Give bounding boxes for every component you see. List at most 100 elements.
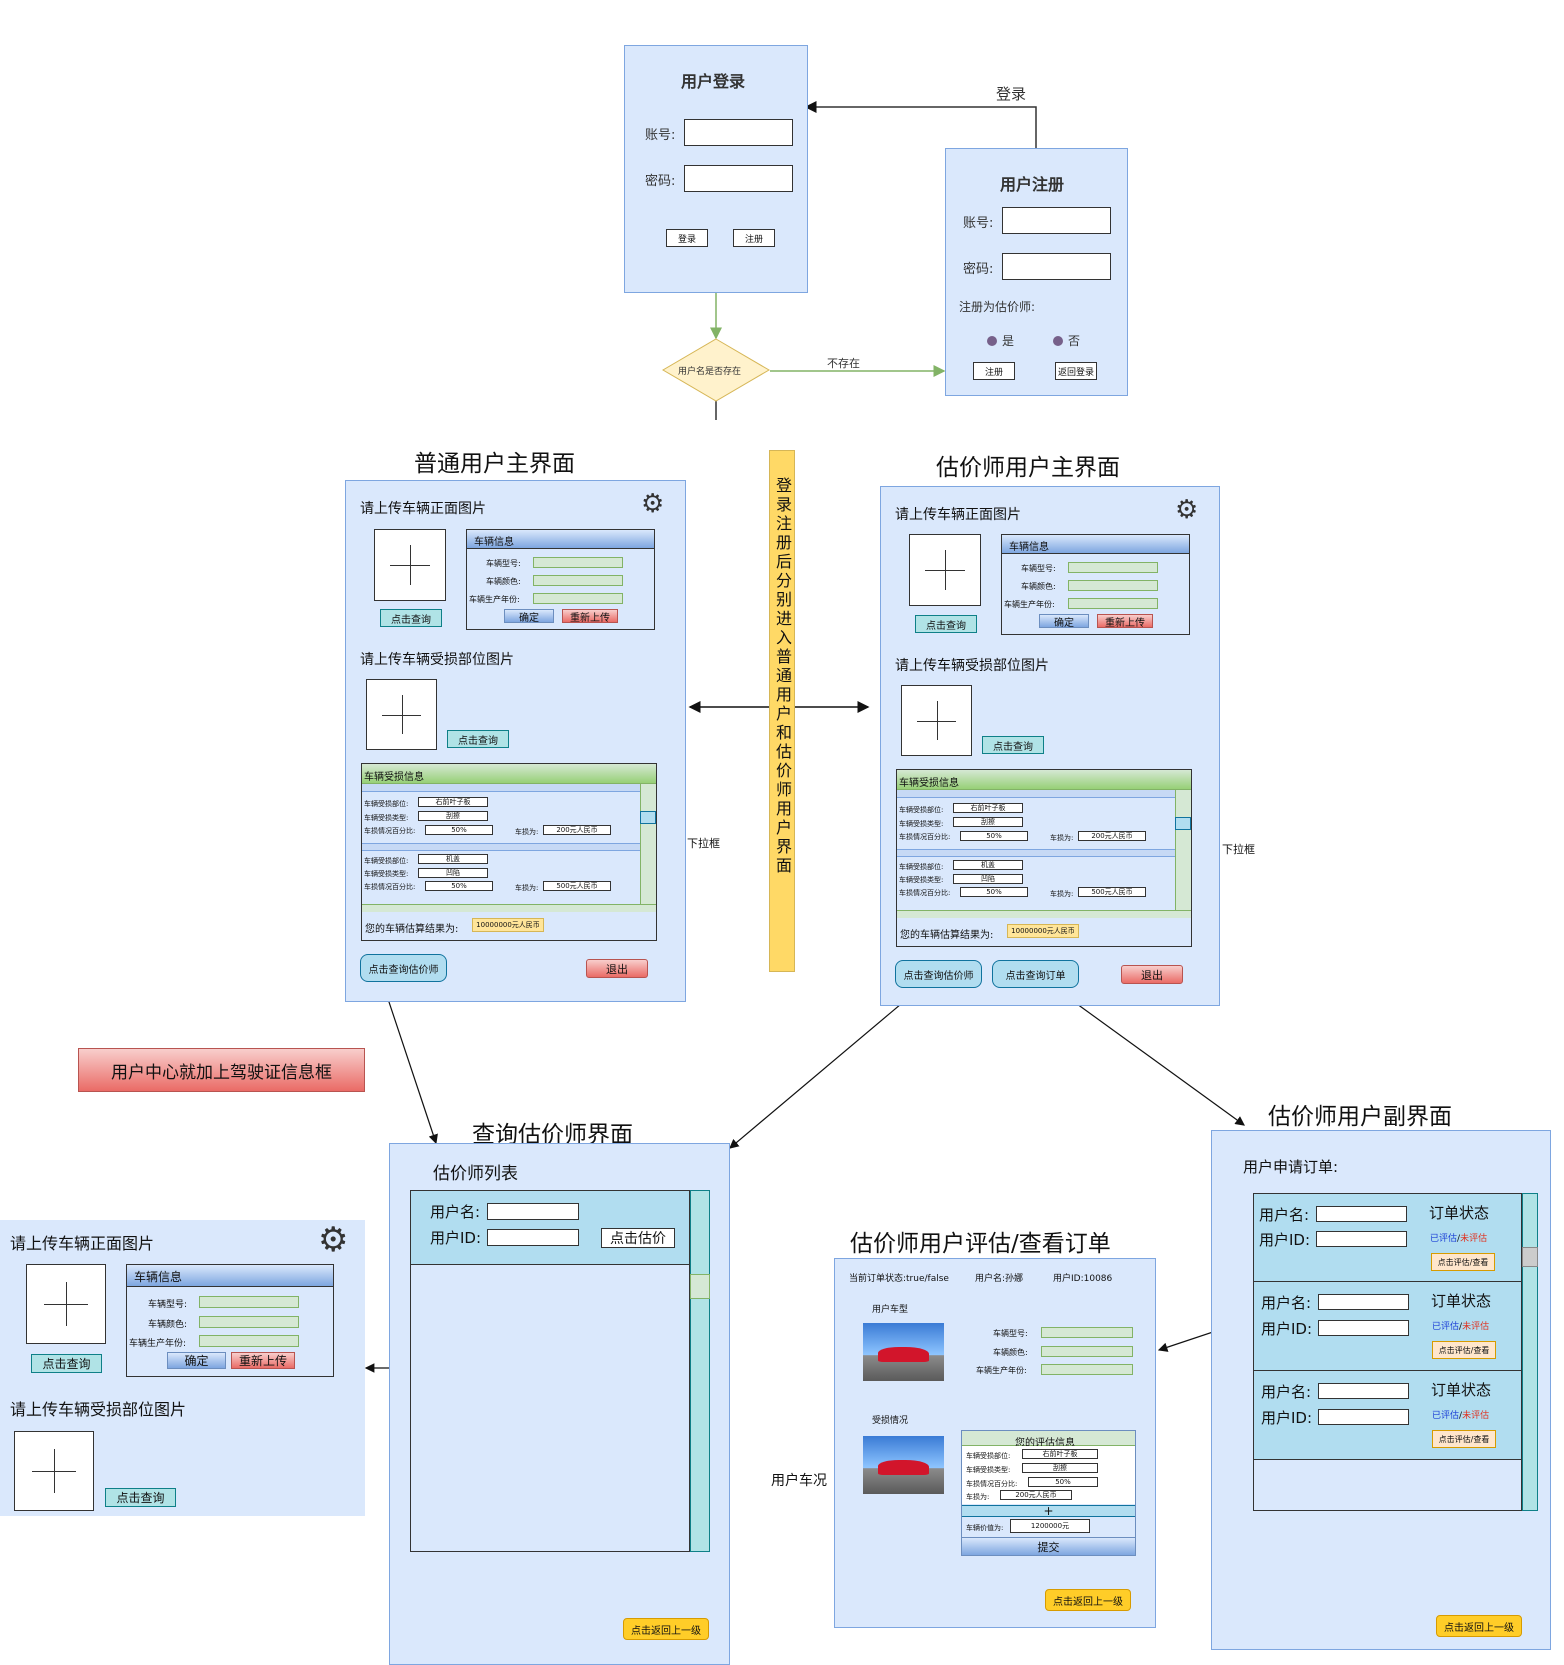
order2-view-button[interactable]: 点击评估/查看 xyxy=(1432,1341,1496,1359)
eo-value-field[interactable]: 1200000元 xyxy=(1010,1519,1090,1533)
ap-damage-pct-value-1: 50% xyxy=(960,831,1028,841)
ap-color-field[interactable] xyxy=(1068,580,1158,591)
decision-diamond: 用户名是否存在 xyxy=(662,338,770,402)
ap-damage-scroll-thumb[interactable] xyxy=(1175,817,1191,830)
red-note: 用户中心就加上驾驶证信息框 xyxy=(78,1048,365,1092)
damage-scroll-thumb[interactable] xyxy=(640,811,656,824)
pt-damage-image-upload[interactable] xyxy=(14,1431,94,1511)
damage-image-upload[interactable] xyxy=(366,679,437,750)
order1-slash: / xyxy=(1457,1234,1461,1244)
appraiser-list-scrollbar[interactable] xyxy=(690,1190,710,1552)
order3-view-button[interactable]: 点击评估/查看 xyxy=(1432,1430,1496,1448)
appraiser-list-scroll-thumb[interactable] xyxy=(690,1274,710,1299)
register-submit-button[interactable]: 注册 xyxy=(973,362,1015,380)
your-eval-title: 您的评估信息 xyxy=(1015,1438,1075,1449)
appraiser-userid-label: 用户ID: xyxy=(430,1229,482,1247)
year-field[interactable] xyxy=(533,593,623,604)
front-query-button[interactable]: 点击查询 xyxy=(380,609,442,627)
eo-color-field xyxy=(1041,1346,1133,1357)
pt-damage-query-button[interactable]: 点击查询 xyxy=(105,1488,176,1507)
damage-scrollbar[interactable] xyxy=(640,784,656,904)
pt-settings-icon[interactable]: ⚙ xyxy=(318,1220,349,1260)
ap-front-query-button[interactable]: 点击查询 xyxy=(915,615,977,633)
eo-back-button[interactable]: 点击返回上一级 xyxy=(1045,1589,1131,1611)
pt-model-field[interactable] xyxy=(199,1296,299,1308)
register-back-button[interactable]: 返回登录 xyxy=(1055,362,1097,380)
ap-model-field[interactable] xyxy=(1068,562,1158,573)
sub-back-button[interactable]: 点击返回上一级 xyxy=(1436,1615,1522,1637)
order1-not-evaluated: 未评估 xyxy=(1460,1234,1488,1244)
ap-exit-button[interactable]: 退出 xyxy=(1121,965,1183,984)
pt-reupload-button[interactable]: 重新上传 xyxy=(231,1352,295,1369)
dropdown-label-right: 下拉框 xyxy=(1222,843,1255,856)
evaluate-button[interactable]: 点击估价 xyxy=(601,1228,675,1248)
ap-year-field[interactable] xyxy=(1068,598,1158,609)
pt-vehicle-info-title: 车辆信息 xyxy=(134,1270,183,1284)
damage-type-label-1: 车辆受损类型: xyxy=(364,814,409,822)
ap-query-appraiser-button[interactable]: 点击查询估价师 xyxy=(895,960,982,988)
model-field[interactable] xyxy=(533,557,623,568)
damage-part-label-1: 车辆受损部位: xyxy=(364,800,409,808)
pt-confirm-button[interactable]: 确定 xyxy=(167,1352,226,1369)
login-password-input[interactable] xyxy=(684,165,793,192)
damage-info-header xyxy=(362,764,656,784)
exit-button[interactable]: 退出 xyxy=(586,959,648,978)
radio-no-label: 否 xyxy=(1068,334,1081,348)
login-register-button[interactable]: 注册 xyxy=(733,229,775,247)
query-appraiser-panel: 估价师列表 用户名: 用户ID: 点击估价 点击返回上一级 xyxy=(389,1143,730,1665)
order1-view-button[interactable]: 点击评估/查看 xyxy=(1431,1253,1495,1271)
query-order-button[interactable]: 点击查询订单 xyxy=(992,960,1079,988)
orders-title: 用户申请订单: xyxy=(1243,1158,1339,1176)
ap-settings-icon[interactable]: ⚙ xyxy=(1175,495,1199,525)
order3-userid-field xyxy=(1318,1409,1409,1425)
pt-front-query-button[interactable]: 点击查询 xyxy=(31,1354,102,1373)
vehicle-info-header xyxy=(467,530,654,549)
reupload-button[interactable]: 重新上传 xyxy=(562,609,618,624)
register-account-input[interactable] xyxy=(1002,207,1111,234)
front-image-upload[interactable] xyxy=(374,529,446,601)
ap-damage-image-upload[interactable] xyxy=(901,685,972,756)
pt-front-image-upload[interactable] xyxy=(26,1264,106,1344)
confirm-button[interactable]: 确定 xyxy=(504,609,554,624)
add-damage-button[interactable]: + xyxy=(962,1504,1135,1518)
order1-userid-field xyxy=(1316,1231,1407,1247)
damage-type-value-1: 刮擦 xyxy=(418,811,488,821)
pt-year-label: 车辆生产年份: xyxy=(129,1339,187,1349)
ap-confirm-button[interactable]: 确定 xyxy=(1039,614,1089,629)
orders-scrollbar[interactable] xyxy=(1522,1193,1538,1511)
order-item-1: 用户名: 用户ID: 订单状态 已评估/未评估 点击评估/查看 xyxy=(1254,1194,1521,1282)
upload-front-label: 请上传车辆正面图片 xyxy=(360,501,486,517)
order2-userid-label: 用户ID: xyxy=(1261,1320,1313,1338)
color-field[interactable] xyxy=(533,575,623,586)
eo-value-label: 车辆价值为: xyxy=(966,1524,1004,1532)
pt-vehicle-info-box: 车辆信息 车辆型号: 车辆颜色: 车辆生产年份: 确定 重新上传 xyxy=(126,1264,334,1377)
eo-year-field xyxy=(1041,1364,1133,1375)
ap-damage-query-button[interactable]: 点击查询 xyxy=(982,736,1044,754)
order3-status-label: 订单状态 xyxy=(1431,1381,1492,1399)
register-panel: 用户注册 账号: 密码: 注册为估价师: 是 否 注册 返回登录 xyxy=(945,148,1128,396)
ap-front-image-upload[interactable] xyxy=(909,534,981,606)
query-back-button[interactable]: 点击返回上一级 xyxy=(623,1618,709,1640)
login-button[interactable]: 登录 xyxy=(666,229,708,247)
login-account-input[interactable] xyxy=(684,119,793,146)
edge-login-label: 登录 xyxy=(996,85,1027,103)
damage-type-value-2: 凹陷 xyxy=(418,868,488,878)
orders-scroll-thumb[interactable] xyxy=(1522,1247,1538,1267)
radio-no[interactable] xyxy=(1053,336,1063,346)
ap-reupload-button[interactable]: 重新上传 xyxy=(1097,614,1153,629)
ap-damage-scrollbar[interactable] xyxy=(1175,790,1191,910)
eo-color-label: 车辆颜色: xyxy=(993,1348,1028,1357)
submit-button[interactable]: 提交 xyxy=(962,1537,1135,1555)
pt-color-field[interactable] xyxy=(199,1316,299,1328)
radio-yes[interactable] xyxy=(987,336,997,346)
order-item-2: 用户名: 用户ID: 订单状态 已评估/未评估 点击评估/查看 xyxy=(1254,1282,1521,1371)
ap-damage-pct-label-1: 车损情况百分比: xyxy=(899,833,951,841)
pt-year-field[interactable] xyxy=(199,1335,299,1347)
register-password-input[interactable] xyxy=(1002,253,1111,280)
query-appraiser-button[interactable]: 点击查询估价师 xyxy=(360,954,447,982)
damage-query-button[interactable]: 点击查询 xyxy=(447,730,509,748)
ap-damage-type-label-1: 车辆受损类型: xyxy=(899,820,944,828)
ap-damage-part-value-1: 右前叶子板 xyxy=(953,803,1023,813)
settings-icon[interactable]: ⚙ xyxy=(641,489,665,519)
decision-label: 用户名是否存在 xyxy=(678,367,742,377)
